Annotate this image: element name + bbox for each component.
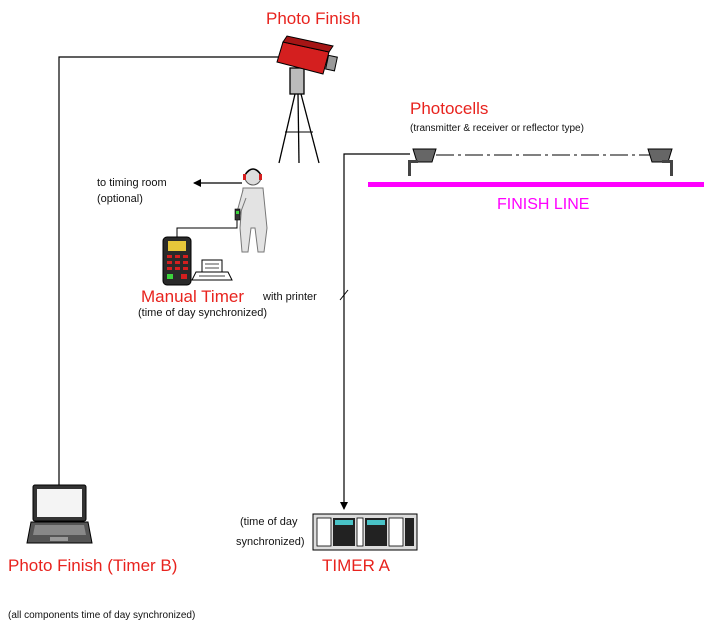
photocell-icon [647, 148, 673, 176]
to-timing-room-label: to timing room [97, 177, 167, 189]
photo-finish-timer-b-label: Photo Finish (Timer B) [8, 556, 178, 575]
headset-icon [243, 168, 262, 180]
photo-finish-camera-label: Photo Finish [266, 9, 361, 28]
camera-icon [276, 35, 338, 75]
footer-note: (all components time of day synchronized… [8, 610, 196, 621]
photocells-note: (transmitter & receiver or reflector typ… [410, 123, 584, 134]
finish-line-label: FINISH LINE [497, 196, 590, 213]
finish-line-bar [368, 182, 704, 187]
photocell-icon [408, 148, 437, 176]
timer-a-sync-label-2: synchronized) [236, 536, 305, 548]
manual-timer-sync-label: (time of day synchronized) [138, 307, 267, 319]
printer-icon [191, 259, 233, 281]
handheld-timer-icon [162, 236, 192, 286]
manual-timer-label: Manual Timer [141, 287, 244, 306]
optional-label: (optional) [97, 193, 143, 205]
cable-break-mark [339, 289, 349, 301]
person-icon [236, 168, 268, 253]
camera-to-laptop-cable [58, 56, 280, 485]
timer-a-sync-label-1: (time of day [240, 516, 298, 528]
with-printer-label: with printer [263, 291, 317, 303]
push-button-cable [176, 220, 238, 238]
photocell-to-timer-cable [340, 153, 410, 510]
rack-timer-icon [312, 513, 418, 551]
timer-a-label: TIMER A [322, 556, 391, 575]
photocells-label: Photocells [410, 99, 489, 118]
laptop-icon [26, 484, 93, 544]
push-button-icon [234, 208, 241, 221]
tripod-icon [278, 67, 320, 164]
